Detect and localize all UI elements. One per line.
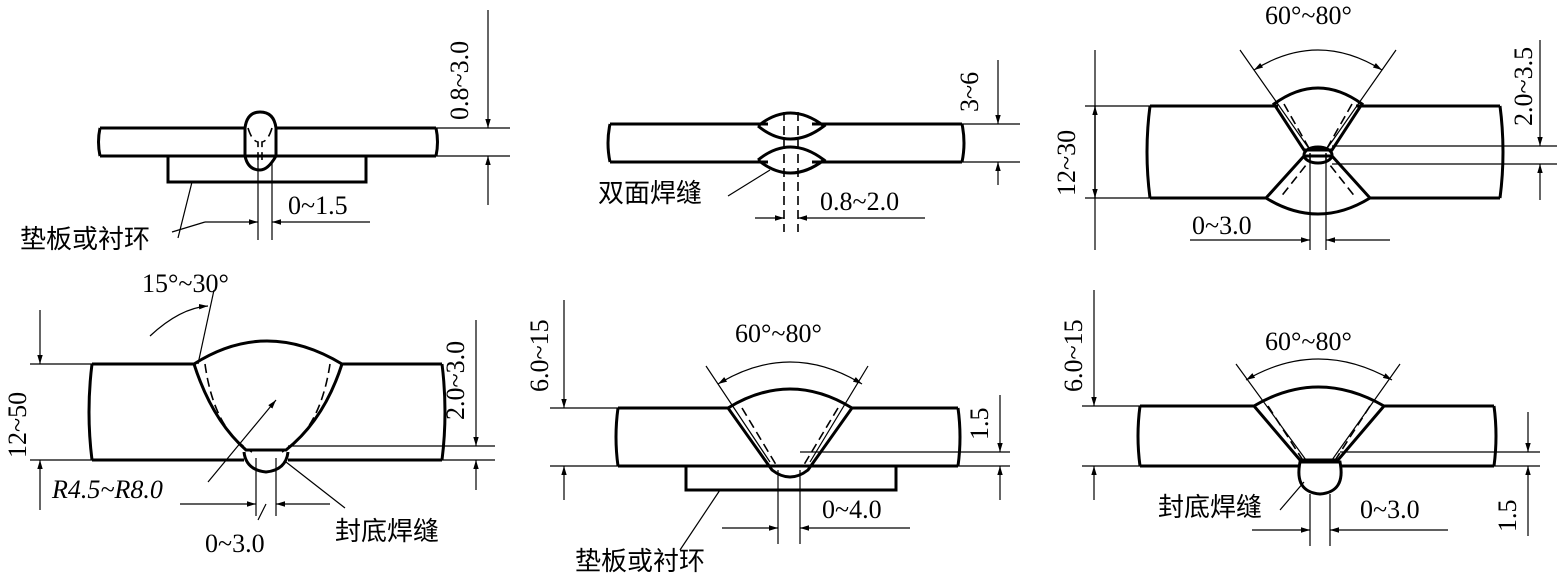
- gap-label: 0~3.0: [1192, 211, 1252, 240]
- plate-right: [812, 122, 966, 164]
- plate-right: [276, 126, 439, 158]
- weld-cap: [192, 339, 344, 452]
- joint-x-groove: 60°~80° 12~30 2.0~3.5 0~3.0: [1052, 1, 1557, 250]
- plate-right: [1340, 404, 1498, 468]
- weld-top: [757, 111, 827, 141]
- weld-top: [1271, 86, 1365, 152]
- plate-left: [1145, 104, 1278, 200]
- gap-label: 0.8~2.0: [820, 187, 899, 216]
- gap-label: 0~4.0: [822, 495, 882, 524]
- plate-left: [97, 126, 245, 158]
- weld-label: 双面焊缝: [598, 179, 702, 209]
- root-face-label: 1.5: [1493, 500, 1522, 533]
- back-weld: [1297, 460, 1343, 496]
- plate-right: [804, 406, 962, 468]
- back-weld-label: 封底焊缝: [335, 517, 439, 547]
- joint-u-groove: 15°~30° R4.5~R8.0 12~50 2.0~3.0 0~3.0 封底…: [3, 269, 495, 558]
- back-weld-label: 封底焊缝: [1158, 493, 1262, 523]
- bevel-angle-label: 15°~30°: [142, 269, 229, 298]
- angle-label: 60°~80°: [735, 319, 822, 348]
- fusion-lines: [1279, 103, 1357, 199]
- angle-label: 60°~80°: [1265, 1, 1352, 30]
- plate-right: [1356, 104, 1505, 200]
- plate-left: [1136, 404, 1300, 468]
- fusion-lines: [741, 407, 839, 469]
- fusion-lines: [204, 363, 331, 453]
- thickness-label: 6.0~15: [1059, 319, 1088, 392]
- weld-bottom: [757, 145, 827, 175]
- joint-v-groove-backing: 60°~80° 6.0~15 1.5 0~4.0 垫板或衬环: [525, 300, 1010, 576]
- root-face-label: 2.0~3.0: [441, 341, 470, 420]
- thickness-label: 12~50: [3, 392, 32, 458]
- gap-lines: [783, 112, 799, 232]
- weld-bottom: [1263, 154, 1373, 216]
- root-bead: [1302, 145, 1334, 165]
- backing-strip: [684, 464, 898, 492]
- thickness-label: 0.8~3.0: [445, 41, 474, 120]
- fusion-line: [247, 127, 273, 160]
- plate-right: [288, 362, 447, 462]
- root-face-label: 1.5: [965, 408, 994, 441]
- joint-double-sided: 3~6 0.8~2.0 双面焊缝: [598, 60, 1020, 232]
- joint-thin-with-backing: 0.8~3.0 0~1.5 垫板或衬环: [20, 10, 510, 255]
- fusion-lines: [1267, 405, 1371, 463]
- weld-bead: [243, 110, 278, 172]
- plate-left: [87, 362, 244, 462]
- angle-label: 60°~80°: [1265, 327, 1352, 356]
- gap-label: 0~1.5: [288, 191, 348, 220]
- weld-cap: [1251, 385, 1387, 462]
- backing-label: 垫板或衬环: [20, 225, 150, 255]
- gap-label: 0~3.0: [205, 529, 265, 558]
- root-face-label: 2.0~3.5: [1509, 47, 1538, 126]
- backing-strip: [166, 154, 368, 184]
- radius-label: R4.5~R8.0: [51, 475, 163, 504]
- weld-cap: [725, 387, 855, 479]
- thickness-label: 12~30: [1052, 130, 1081, 196]
- back-weld: [242, 451, 290, 474]
- joint-v-groove-backweld: 60°~80° 6.0~15 1.5 0~3.0 封底焊缝: [1059, 290, 1540, 546]
- thickness-label: 6.0~15: [525, 319, 554, 392]
- thickness-label: 3~6: [955, 72, 984, 112]
- gap-label: 0~3.0: [1360, 495, 1420, 524]
- plate-left: [606, 122, 768, 164]
- backing-label: 垫板或衬环: [575, 547, 705, 576]
